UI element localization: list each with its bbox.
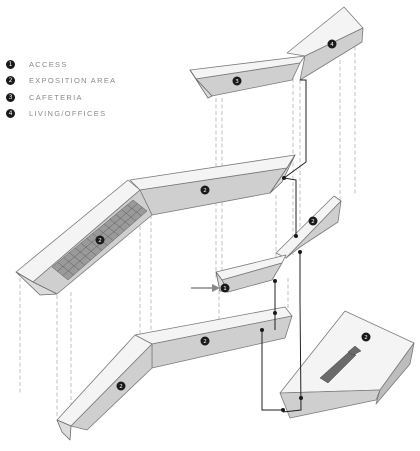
marker-exposition-lower-label: 2 (203, 339, 207, 345)
marker-exposition-slab-label: 2 (364, 335, 368, 341)
exposition-right-volume (275, 195, 342, 259)
ramp-grid-line (86, 238, 103, 251)
ramp-grid-line (127, 204, 142, 217)
exposition-lower-left-volume (56, 334, 153, 441)
connection-lines (261, 79, 307, 413)
ramp-grid-line (74, 247, 91, 261)
legend-number: 3 (6, 92, 15, 102)
marker-exposition-right-label: 2 (311, 219, 315, 225)
exposition-lower-volume (134, 306, 293, 369)
ramp-grid-line (115, 214, 131, 226)
slab-opening-2 (347, 345, 362, 356)
ramp-grid-line (57, 262, 74, 276)
legend-item-living-offices: 4 LIVING/OFFICES (6, 106, 146, 123)
junction-dots (260, 176, 303, 412)
marker-exposition-ramp-label: 2 (98, 238, 102, 244)
access-arrow (191, 284, 220, 292)
marker-access-label: 1 (223, 286, 227, 292)
ramp-grid-line (63, 257, 80, 271)
ramp-grid-line (69, 252, 86, 266)
slab-opening (319, 350, 357, 384)
marker-living-offices: 4 (327, 39, 337, 49)
ramp-grid-line (80, 242, 97, 256)
living-offices-volume (286, 6, 364, 81)
marker-exposition-ramp: 2 (95, 235, 105, 245)
marker-cafeteria: 3 (232, 76, 242, 86)
ramp-grid-line (98, 228, 114, 241)
marker-exposition-lower-left-label: 2 (119, 384, 123, 390)
marker-exposition-lower: 2 (200, 336, 210, 346)
legend-label: EXPOSITION AREA (29, 76, 117, 86)
legend-label: LIVING/OFFICES (29, 109, 107, 119)
legend-label: CAFETERIA (29, 92, 83, 102)
marker-exposition-upper-label: 2 (203, 188, 207, 194)
marker-exposition-lower-left: 2 (116, 381, 126, 391)
access-volume (215, 254, 287, 293)
legend-item-cafeteria: 3 CAFETERIA (6, 89, 146, 106)
marker-cafeteria-label: 3 (235, 79, 239, 85)
ramp-grid-line (109, 218, 125, 231)
exposition-slab-volume (279, 310, 415, 419)
legend-item-exposition-area: 2 EXPOSITION AREA (6, 73, 146, 90)
marker-exposition-upper: 2 (200, 185, 210, 195)
ramp-grid-line (103, 223, 119, 236)
marker-exposition-right: 2 (308, 216, 318, 226)
legend-number: 4 (6, 109, 15, 119)
legend: 1 ACCESS 2 EXPOSITION AREA 3 CAFETERIA 4… (6, 56, 146, 122)
legend-number: 1 (6, 59, 15, 69)
legend-number: 2 (6, 76, 15, 86)
marker-access: 1 (220, 283, 230, 293)
ramp-grid-line (121, 209, 136, 222)
cafeteria-volume (189, 55, 306, 99)
legend-item-access: 1 ACCESS (6, 56, 146, 73)
marker-living-offices-label: 4 (330, 42, 334, 48)
legend-label: ACCESS (29, 59, 68, 69)
exposition-ramp-volume (15, 179, 153, 296)
marker-exposition-slab: 2 (361, 332, 371, 342)
exposition-upper-volume (129, 154, 296, 216)
projection-lines (19, 40, 356, 425)
